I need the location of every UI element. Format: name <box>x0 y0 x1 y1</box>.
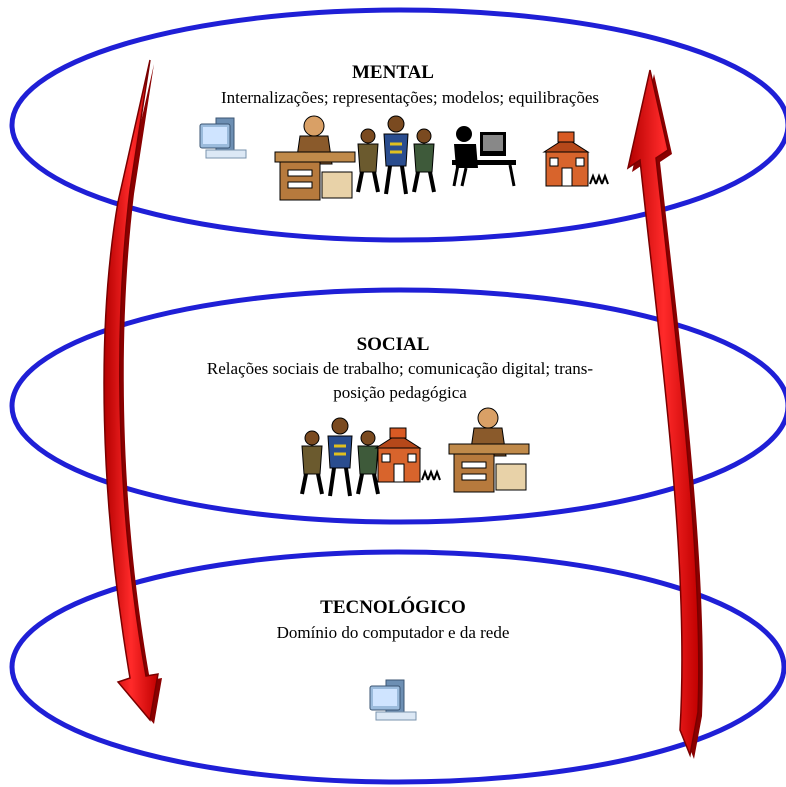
computer-user-icon <box>452 126 516 187</box>
mental-description: Internalizações; representações; modelos… <box>220 88 600 107</box>
tecnologico-description: Domínio do computador e da rede <box>276 623 510 642</box>
tecnologico-title: TECNOLÓGICO <box>320 597 466 618</box>
people-talking-icon <box>300 417 380 497</box>
office-worker-icon <box>274 115 356 201</box>
computer-icon <box>199 117 247 159</box>
social-title: SOCIAL <box>356 334 430 355</box>
tecnologico-ellipse <box>9 549 786 785</box>
right-curved-arrow <box>626 69 703 759</box>
social-description-line2: posição pedagógica <box>333 383 467 402</box>
mental-title: MENTAL <box>352 62 434 83</box>
computer-icon <box>369 679 417 721</box>
office-worker-icon <box>448 407 530 493</box>
mental-ellipse <box>9 7 786 243</box>
social-ellipse <box>9 287 786 525</box>
school-icon <box>374 427 441 483</box>
left-curved-arrow <box>103 59 162 724</box>
school-icon <box>542 131 609 187</box>
people-talking-icon <box>356 115 436 195</box>
social-description-line1: Relações sociais de trabalho; comunicaçã… <box>206 359 594 378</box>
